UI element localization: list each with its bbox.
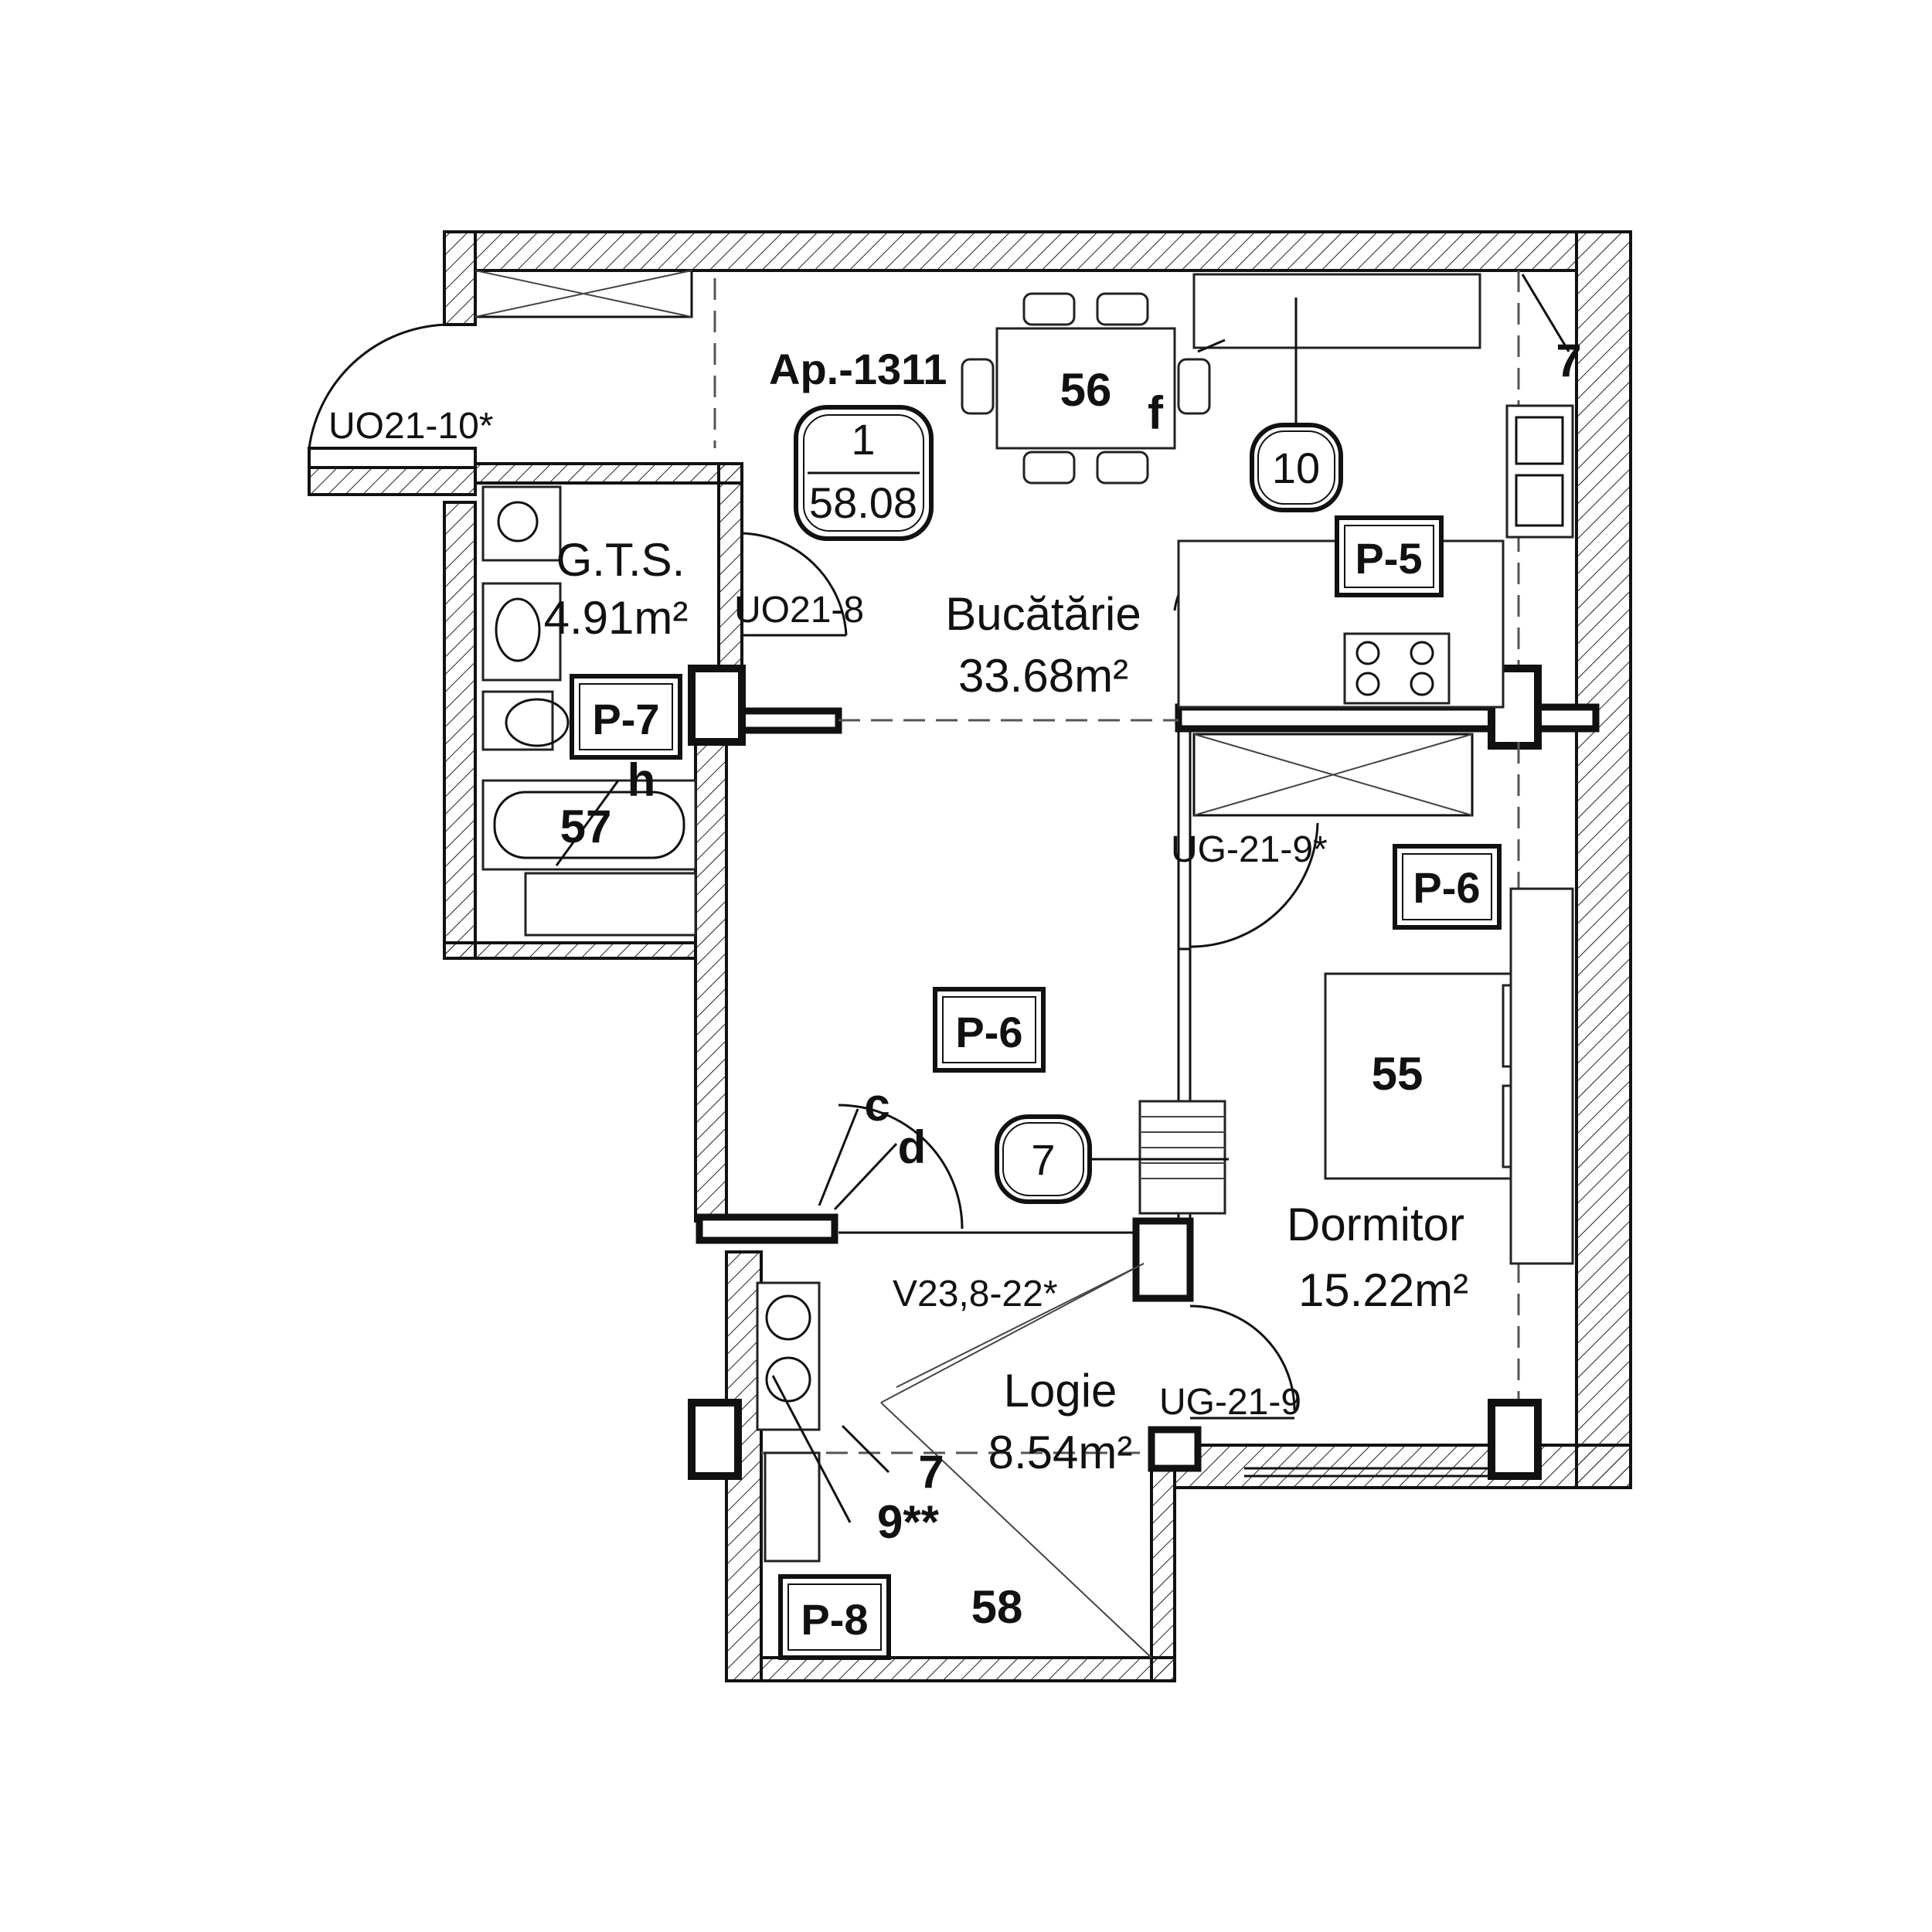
letter-c: c: [864, 1079, 889, 1131]
windows: [474, 269, 1492, 1478]
room-labels: Bucătărie 33.68m² G.T.S. 4.91m² Dormitor…: [544, 534, 1468, 1478]
room-name-gts: G.T.S.: [556, 534, 685, 586]
finish-tag-p5: P-5: [1355, 534, 1422, 583]
door-label-ug-21-9: UG-21-9: [1159, 1382, 1301, 1423]
bed: [1324, 887, 1574, 1265]
number-55: 55: [1372, 1048, 1423, 1100]
letter-h: h: [628, 754, 656, 806]
letter-f: f: [1148, 387, 1164, 439]
finish-tag-p6-bedroom: P-6: [1413, 863, 1480, 912]
room-area-logie: 8.54m²: [988, 1427, 1133, 1478]
finish-tags: P-5 P-7 P-6 P-6 P-8: [570, 515, 1502, 1660]
window-label-v23: V23,8-22*: [893, 1274, 1058, 1315]
room-area-dormitor: 15.22m²: [1298, 1264, 1468, 1316]
leader-lines: [555, 274, 1570, 1523]
number-56: 56: [1060, 364, 1112, 416]
circle-tag-7: 7: [1031, 1135, 1055, 1184]
annotation-numbers: 56 57 55 58 7 7 9**: [560, 335, 1582, 1633]
logia-fixtures: [756, 1263, 1152, 1658]
finish-tag-p8: P-8: [801, 1595, 868, 1644]
door-label-uo21-10: UO21-10*: [328, 406, 493, 447]
circle-tag-10: 10: [1272, 444, 1320, 492]
number-9-stars: 9**: [877, 1496, 940, 1548]
annotation-letters: f h c d: [628, 387, 1164, 1173]
bathroom-fixtures: [481, 485, 697, 937]
room-area-bucatarie: 33.68m²: [958, 650, 1128, 702]
door-label-uo21-8: UO21-8: [734, 590, 864, 631]
apartment-rooms-count: 1: [851, 415, 875, 464]
room-name-dormitor: Dormitor: [1287, 1199, 1464, 1250]
room-area-gts: 4.91m²: [544, 592, 689, 644]
apartment-tag: Ap.-1311 1 58.08: [769, 345, 947, 541]
dining-table: [961, 292, 1211, 485]
finish-tag-p6-hall: P-6: [955, 1008, 1022, 1056]
number-7-top: 7: [1556, 335, 1581, 386]
letter-d: d: [898, 1121, 927, 1173]
kitchen-counter: [1177, 273, 1574, 709]
wardrobe: [1138, 1100, 1226, 1215]
room-name-bucatarie: Bucătărie: [945, 588, 1141, 640]
room-name-logie: Logie: [1004, 1365, 1117, 1417]
exterior-walls: [308, 230, 1632, 1682]
circle-tags: 10 7: [995, 298, 1343, 1204]
number-7-logia: 7: [918, 1446, 944, 1498]
number-58: 58: [971, 1581, 1023, 1633]
finish-tag-p7: P-7: [592, 695, 659, 743]
apartment-label: Ap.-1311: [769, 345, 947, 393]
opening-labels: UO21-10* UO21-8 UG-21-9* UG-21-9 V23,8-2…: [328, 406, 1328, 1423]
door-label-ug-21-9-star: UG-21-9*: [1171, 829, 1328, 870]
apartment-total-area: 58.08: [809, 478, 917, 527]
door-swings: [308, 323, 1324, 1420]
